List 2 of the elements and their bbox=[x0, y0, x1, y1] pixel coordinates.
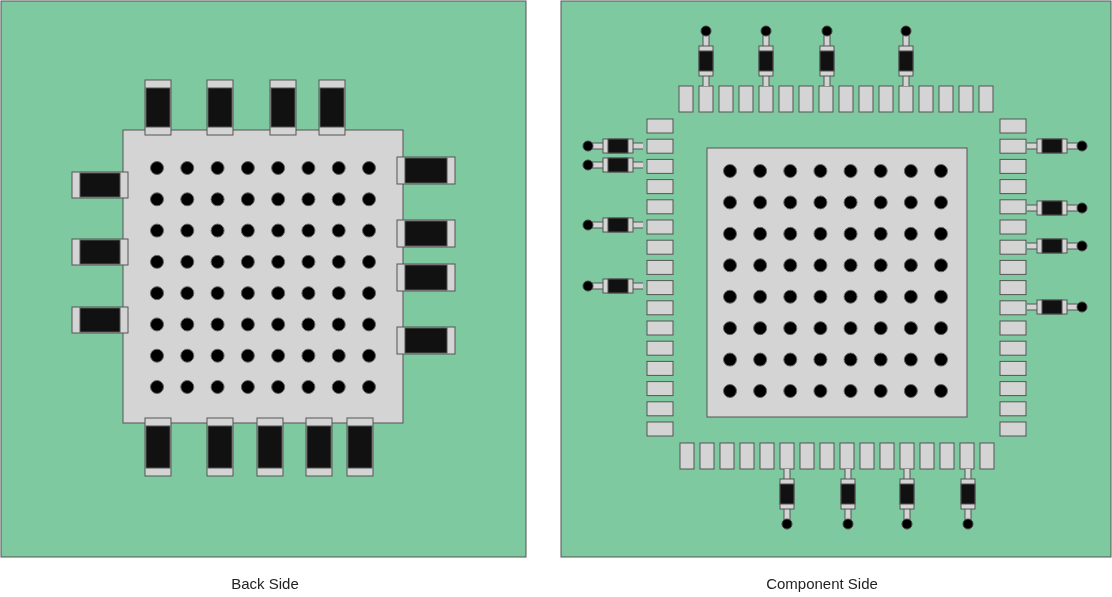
caption: Back Side bbox=[231, 575, 299, 592]
caption: Component Side bbox=[766, 575, 878, 592]
